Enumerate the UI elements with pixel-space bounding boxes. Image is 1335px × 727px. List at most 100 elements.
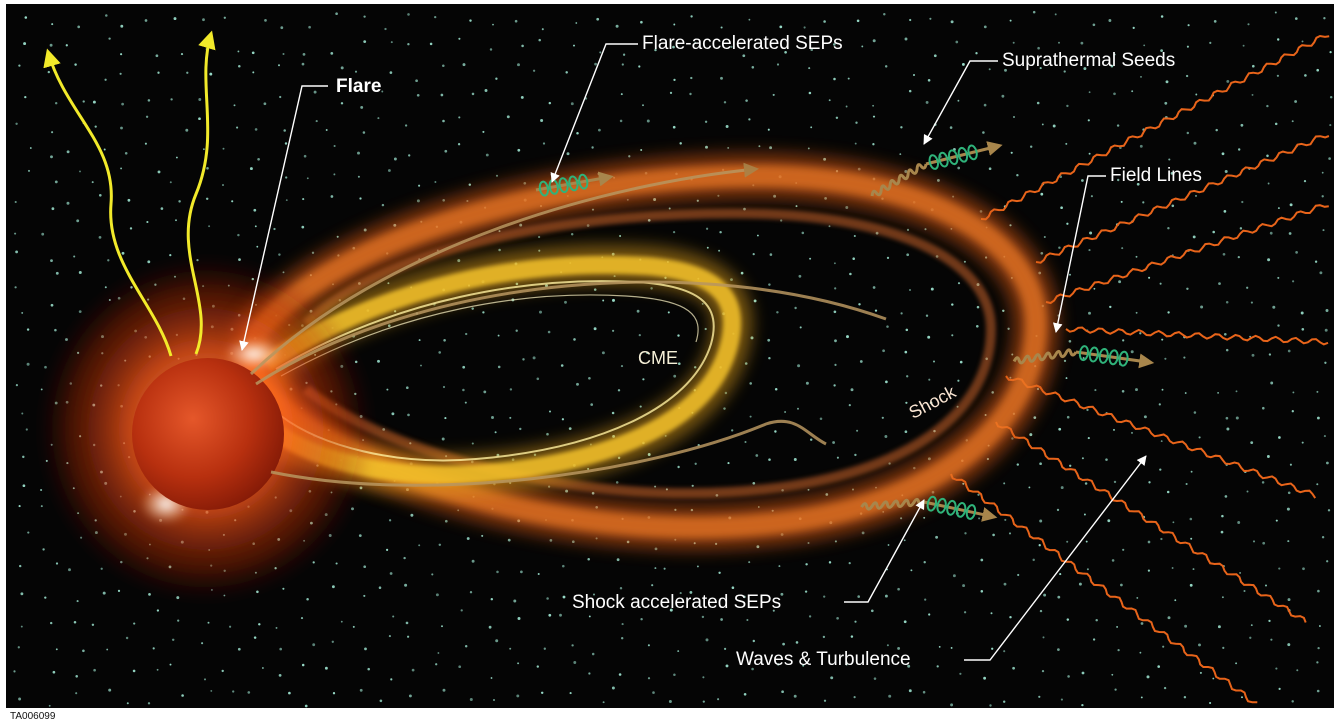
star-dot — [1158, 403, 1161, 406]
star-dot — [540, 119, 544, 122]
star-dot — [384, 27, 387, 31]
star-dot — [912, 73, 916, 77]
star-dot — [536, 377, 540, 381]
star-dot — [949, 126, 953, 129]
star-dot — [50, 259, 53, 262]
star-dot — [1042, 636, 1045, 639]
star-dot — [1162, 645, 1165, 648]
star-dot — [357, 151, 360, 155]
helix-coil — [578, 173, 589, 190]
star-dot — [1058, 427, 1062, 431]
star-dot — [779, 25, 783, 29]
star-dot — [1316, 416, 1320, 420]
star-dot — [1189, 583, 1193, 587]
helix-coil — [946, 499, 957, 516]
star-dot — [1198, 643, 1201, 647]
field-line — [1035, 135, 1330, 264]
star-dot — [1066, 540, 1069, 543]
helix-particle-icon — [1012, 345, 1155, 369]
star-dot — [870, 609, 874, 613]
star-dot — [904, 350, 908, 354]
star-dot — [938, 645, 941, 648]
star-dot — [77, 25, 81, 29]
star-dot — [171, 638, 175, 642]
star-dot — [1328, 157, 1331, 160]
star-dot — [906, 253, 910, 257]
star-dot — [1065, 142, 1068, 145]
star-dot — [854, 453, 857, 457]
star-dot — [1012, 115, 1016, 119]
star-dot — [288, 691, 291, 695]
star-dot — [781, 690, 784, 694]
star-dot — [506, 115, 510, 119]
star-dot — [1088, 91, 1091, 94]
star-dot — [694, 462, 697, 465]
star-dot — [442, 385, 446, 389]
star-dot — [54, 180, 58, 184]
star-dot — [701, 302, 704, 305]
star-dot — [388, 635, 391, 638]
star-dot — [44, 365, 47, 369]
star-dot — [1088, 152, 1091, 155]
star-dot — [1274, 122, 1278, 126]
star-dot — [354, 70, 358, 73]
star-dot — [751, 66, 755, 69]
star-dot — [254, 128, 258, 131]
star-dot — [1160, 15, 1164, 18]
star-dot — [1277, 207, 1280, 210]
star-dot — [1268, 619, 1271, 623]
field-line — [1045, 204, 1329, 305]
star-dot — [332, 692, 336, 695]
star-dot — [441, 625, 443, 628]
field-line — [1065, 326, 1329, 346]
star-dot — [1221, 596, 1224, 599]
star-dot — [257, 157, 260, 161]
star-dot — [1316, 483, 1319, 486]
star-dot — [198, 117, 201, 121]
star-dot — [509, 388, 513, 391]
star-dot — [186, 71, 189, 74]
star-dot — [44, 596, 47, 599]
illustration — [13, 10, 1333, 708]
star-dot — [1300, 311, 1304, 315]
helix-particle-icon — [870, 141, 1003, 197]
star-field — [13, 10, 1333, 708]
star-dot — [1235, 416, 1239, 420]
star-dot — [1278, 567, 1281, 570]
star-dot — [570, 232, 574, 236]
star-dot — [147, 702, 151, 705]
star-dot — [834, 540, 837, 543]
star-dot — [793, 458, 797, 461]
star-dot — [593, 327, 597, 331]
star-dot — [774, 387, 778, 391]
star-dot — [797, 407, 799, 410]
star-dot — [743, 692, 747, 696]
star-dot — [29, 147, 32, 149]
helix-coil — [967, 144, 978, 161]
star-dot — [1269, 231, 1273, 235]
star-dot — [1316, 68, 1320, 72]
star-dot — [1183, 356, 1186, 359]
star-dot — [1237, 148, 1241, 151]
star-dot — [156, 668, 159, 671]
star-dot — [410, 513, 414, 517]
star-dot — [1038, 544, 1041, 547]
star-dot — [1275, 519, 1278, 522]
star-dot — [404, 583, 408, 587]
star-dot — [119, 72, 122, 75]
star-dot — [1140, 622, 1144, 625]
star-dot — [546, 597, 549, 600]
star-dot — [1247, 23, 1250, 26]
star-dot — [808, 91, 812, 95]
star-dot — [42, 548, 45, 551]
star-dot — [1139, 144, 1143, 148]
star-dot — [221, 669, 224, 673]
star-dot — [1039, 519, 1043, 523]
star-dot — [306, 598, 309, 601]
star-dot — [330, 195, 334, 198]
star-dot — [483, 390, 487, 394]
magnetic-arcs — [249, 162, 887, 487]
helix-coil — [965, 504, 977, 520]
star-dot — [1324, 361, 1327, 364]
